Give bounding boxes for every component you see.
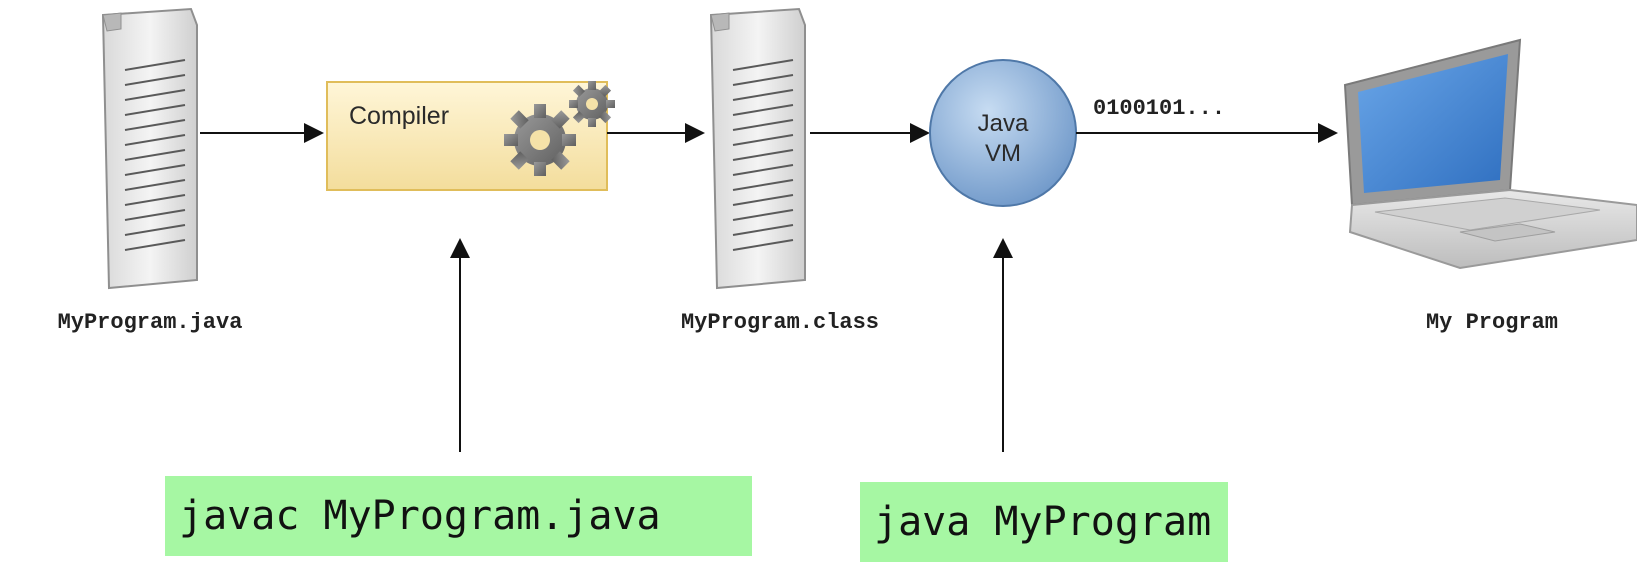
- source-document-icon: [101, 7, 198, 290]
- compiler-box: Compiler: [326, 81, 615, 191]
- class-document-icon: [709, 7, 806, 290]
- binary-output-label: 0100101...: [1093, 96, 1225, 121]
- class-file-label: MyProgram.class: [681, 310, 879, 335]
- computer-label: My Program: [1426, 310, 1558, 335]
- compile-command-box: javac MyProgram.java: [165, 476, 752, 556]
- gears-icon: [504, 81, 615, 176]
- source-file-label: MyProgram.java: [58, 310, 243, 335]
- compile-command-text: javac MyProgram.java: [179, 493, 661, 539]
- jvm-label-line1: Java: [978, 110, 1029, 137]
- run-command-text: java MyProgram: [874, 499, 1212, 545]
- jvm-node: Java VM: [929, 59, 1077, 207]
- laptop-icon: [1343, 38, 1637, 270]
- run-command-box: java MyProgram: [860, 482, 1228, 562]
- compiler-label: Compiler: [349, 102, 449, 130]
- jvm-label-line2: VM: [985, 140, 1021, 167]
